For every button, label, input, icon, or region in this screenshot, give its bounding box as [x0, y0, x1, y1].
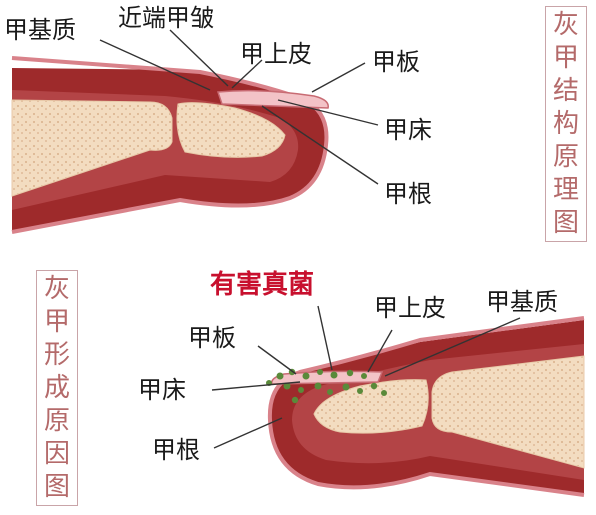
- bottom-side-title-char: 因: [43, 439, 70, 469]
- top-side-title-char: 图: [552, 208, 579, 238]
- top-label-matrix: 甲基质: [4, 16, 76, 44]
- bottom-phalanx-distal: [313, 379, 429, 434]
- top-label-nail-root: 甲根: [384, 180, 432, 208]
- bottom-leader-lines: [211, 305, 521, 449]
- bottom-finger-skin-edge: [267, 316, 585, 497]
- bottom-label-matrix: 甲基质: [486, 288, 558, 316]
- top-label-proximal-fold: 近端甲皱: [118, 4, 214, 32]
- top-label-nail-bed: 甲床: [384, 116, 432, 144]
- bottom-label-nail-plate: 甲板: [188, 324, 236, 352]
- fungi-label: 有害真菌: [210, 270, 315, 300]
- top-side-title-char: 原: [552, 142, 579, 172]
- bottom-side-title-char: 甲: [43, 307, 70, 337]
- bottom-side-title-char: 图: [43, 472, 70, 502]
- top-side-title: 灰 甲 结 构 原 理 图: [545, 6, 587, 242]
- bottom-side-title-char: 成: [43, 373, 70, 403]
- top-finger-illustration: [11, 56, 329, 234]
- top-label-nail-plate: 甲板: [372, 48, 420, 76]
- bottom-side-title-char: 灰: [43, 274, 70, 304]
- top-nail-plate: [216, 89, 329, 109]
- top-side-title-char: 结: [552, 76, 579, 106]
- bottom-label-nail-root: 甲根: [152, 436, 200, 464]
- bottom-label-eponychium: 甲上皮: [374, 294, 446, 322]
- top-phalanx-distal: [176, 102, 286, 158]
- fungus-spots: [266, 368, 387, 404]
- bottom-side-title-char: 原: [43, 406, 70, 436]
- top-side-title-char: 甲: [552, 43, 579, 73]
- bottom-label-nail-bed: 甲床: [138, 376, 186, 404]
- top-leader-lines: [99, 29, 379, 185]
- top-finger-skin-edge: [11, 56, 329, 234]
- top-phalanx-proximal: [11, 99, 173, 197]
- bottom-side-title: 灰 甲 形 成 原 因 图: [36, 270, 78, 506]
- bottom-phalanx-proximal: [431, 355, 585, 469]
- top-label-eponychium: 甲上皮: [240, 40, 312, 68]
- top-side-title-char: 理: [552, 175, 579, 205]
- top-side-title-char: 构: [552, 109, 579, 139]
- bottom-side-title-char: 形: [43, 340, 70, 370]
- top-side-title-char: 灰: [552, 10, 579, 40]
- bottom-finger-illustration: [267, 316, 585, 497]
